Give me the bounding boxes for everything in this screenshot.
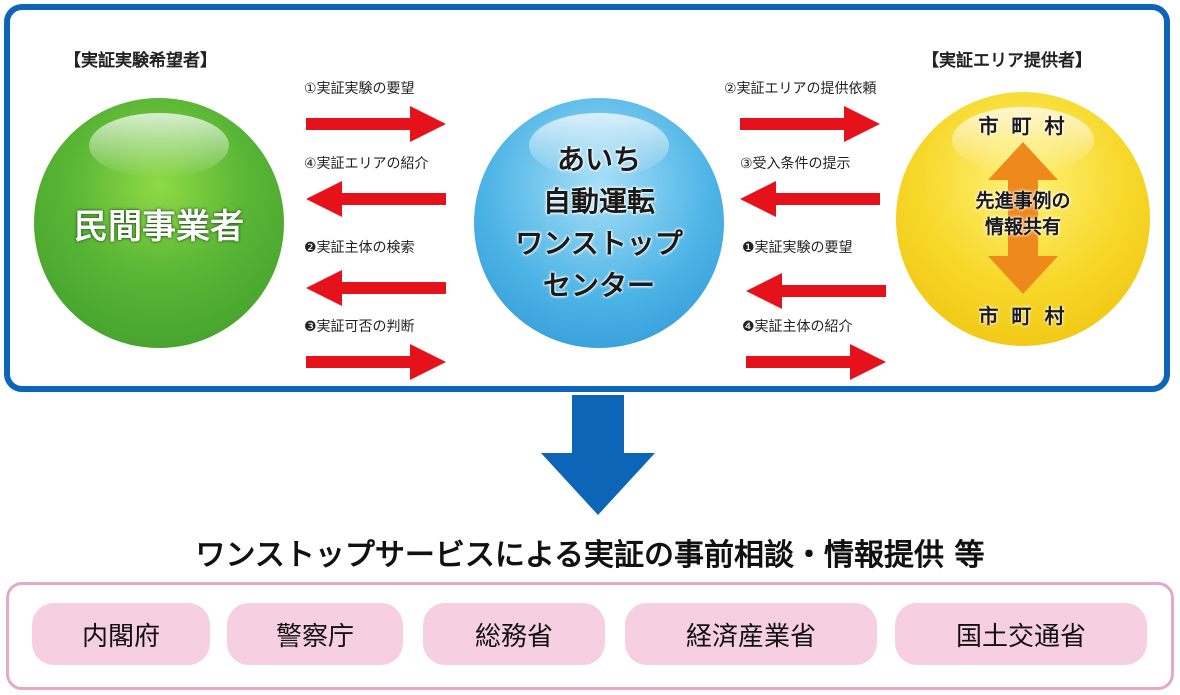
step-label-right-1: ②実証エリアの提供依頼 <box>724 81 877 97</box>
agency-internal-affairs: 総務省 <box>423 603 605 665</box>
circle-gloss <box>529 113 669 178</box>
center-line: 自動運転 <box>542 185 655 218</box>
arrow-right-icon <box>746 344 886 380</box>
center-line: あいち <box>556 143 641 176</box>
step-label-right-2: ③受入条件の提示 <box>740 156 851 172</box>
step-label-left-3: ❷実証主体の検索 <box>304 240 415 256</box>
private-business-circle: 民間事業者 <box>34 98 284 348</box>
municipality-top-label: 市 町 村 <box>978 114 1068 138</box>
step-label-right-3: ❶実証実験の要望 <box>742 240 853 256</box>
agency-national-police: 警察庁 <box>227 603 403 665</box>
agency-land-transport: 国土交通省 <box>895 603 1147 665</box>
arrow-left-icon <box>740 181 880 217</box>
center-line: ワンストップ <box>515 227 683 260</box>
circle-gloss <box>89 113 229 178</box>
arrow-right-icon <box>306 344 446 380</box>
role-label-provider: 【実証エリア提供者】 <box>922 51 1092 71</box>
arrow-right-icon <box>740 106 880 142</box>
arrow-left-icon <box>306 270 446 306</box>
step-label-right-4: ❹実証主体の紹介 <box>742 319 853 335</box>
info-sharing-line: 先進事例の <box>975 190 1071 212</box>
arrow-down-icon <box>541 395 655 515</box>
arrow-left-icon <box>306 181 446 217</box>
one-stop-center-label: あいち 自動運転 ワンストップ センター <box>515 139 682 307</box>
private-business-label: 民間事業者 <box>74 206 244 247</box>
center-line: センター <box>542 269 655 302</box>
step-label-left-4: ❸実証可否の判断 <box>304 319 415 335</box>
agency-economy-trade: 経済産業省 <box>625 603 877 665</box>
step-label-left-1: ①実証実験の要望 <box>304 81 415 97</box>
municipality-bottom-label: 市 町 村 <box>978 304 1068 328</box>
updown-arrow-icon <box>988 142 1058 294</box>
service-title: ワンストップサービスによる実証の事前相談・情報提供 等 <box>195 538 985 573</box>
info-sharing-label: 先進事例の 情報共有 <box>896 188 1150 240</box>
agency-cabinet-office: 内閣府 <box>32 603 210 665</box>
municipality-circle: 市 町 村 先進事例の 情報共有 市 町 村 <box>896 92 1150 346</box>
one-stop-center-circle: あいち 自動運転 ワンストップ センター <box>474 98 724 348</box>
arrow-right-icon <box>306 106 446 142</box>
step-label-left-2: ④実証エリアの紹介 <box>304 156 429 172</box>
arrow-left-icon <box>746 273 886 309</box>
info-sharing-line: 情報共有 <box>984 216 1061 238</box>
role-label-applicant: 【実証実験希望者】 <box>64 51 217 71</box>
